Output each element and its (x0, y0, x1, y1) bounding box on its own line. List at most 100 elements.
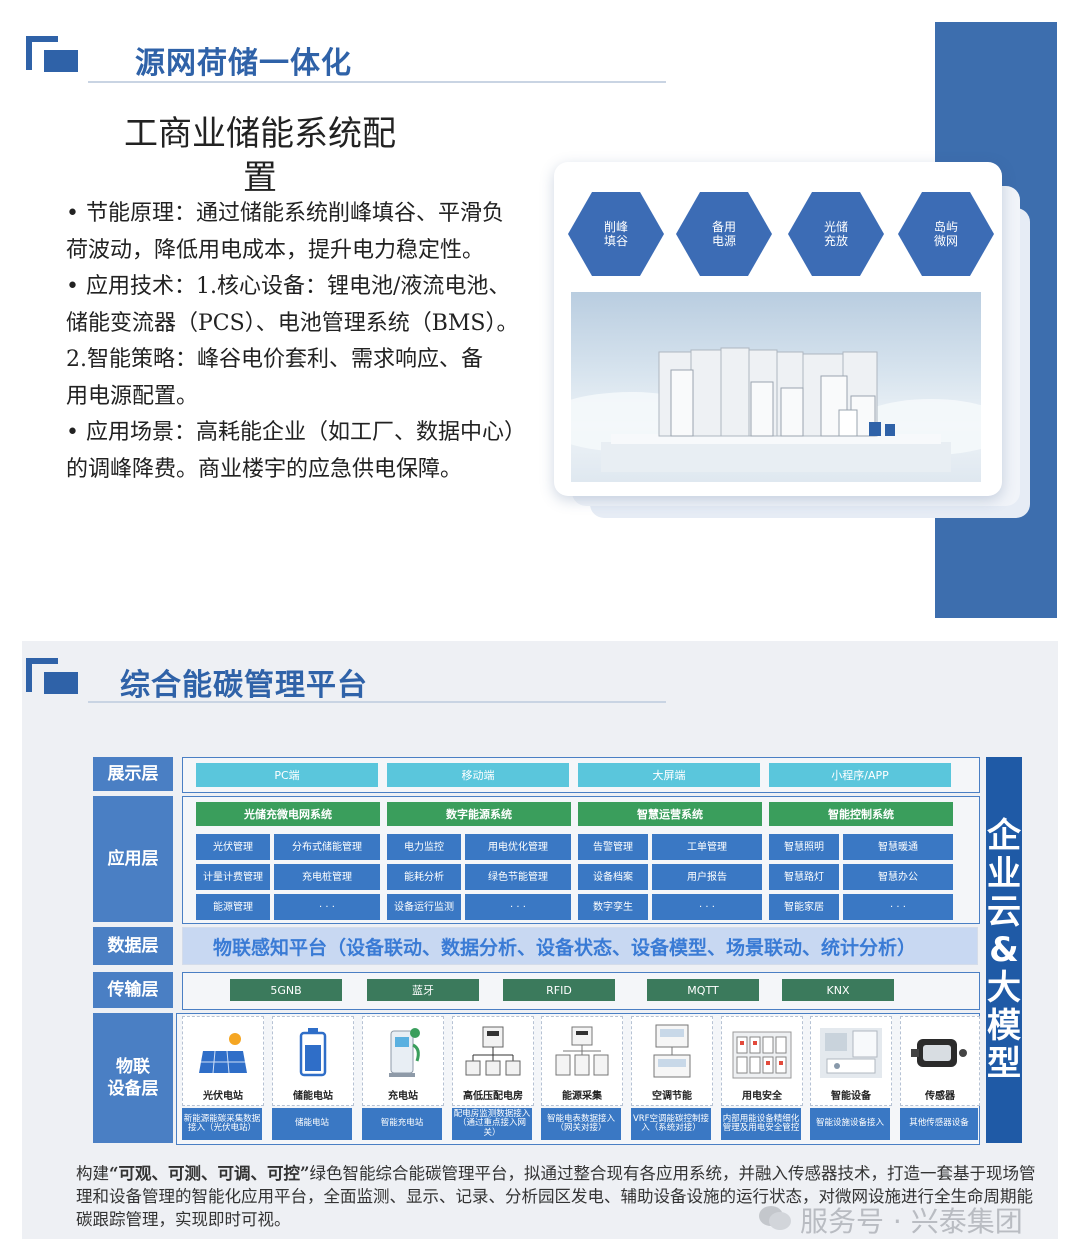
app-cell: 智慧照明 (769, 834, 839, 860)
layer-label-transport: 传输层 (93, 972, 173, 1008)
protocol-rfid: RFID (503, 979, 615, 1001)
device-card-sensor: 传感器 (900, 1016, 980, 1106)
display-item-bigscreen: 大屏端 (578, 763, 760, 787)
device-caption: 智能电表数据接入（网关对接） (541, 1108, 621, 1140)
hexagon-backup-power: 备用电源 (676, 192, 772, 276)
protocol-bluetooth: 蓝牙 (367, 979, 479, 1001)
device-name: 储能电站 (293, 1091, 333, 1102)
device-caption: 智能充电站 (362, 1108, 442, 1140)
text-line: 的调峰降费。商业楼宇的应急供电保障。 (66, 456, 463, 482)
wechat-icon (758, 1204, 792, 1236)
display-item-miniapp: 小程序/APP (769, 763, 951, 787)
solar-panel-icon (199, 1033, 247, 1074)
app-cell: 充电桩管理 (274, 864, 380, 890)
device-name: 传感器 (925, 1091, 955, 1102)
hexagon-island-microgrid: 岛屿微网 (898, 192, 994, 276)
device-name: 智能设备 (831, 1091, 871, 1102)
app-cell: 能耗分析 (387, 864, 461, 890)
data-platform-bar: 物联感知平台（设备联动、数据分析、设备状态、设备模型、场景联动、统计分析） (182, 927, 978, 965)
energy-meter-icon (555, 1026, 609, 1076)
device-name: 光伏电站 (203, 1091, 243, 1102)
device-name: 充电站 (388, 1091, 418, 1102)
device-card-storage: 储能电站 (272, 1016, 354, 1106)
device-name: 能源采集 (562, 1091, 602, 1102)
section2-divider (88, 701, 666, 703)
protocol-5gnb: 5GNB (230, 979, 342, 1001)
app-cell: 设备档案 (578, 864, 648, 890)
app-cell: · · · (652, 894, 762, 920)
app-cell: 分布式储能管理 (274, 834, 380, 860)
app-system-1: 光储充微电网系统 (196, 802, 380, 826)
layer-label-iot: 物联设备层 (93, 1013, 173, 1143)
app-cell: 智慧暖通 (843, 834, 953, 860)
app-system-2: 数字能源系统 (387, 802, 571, 826)
cabinets-illustration (571, 347, 981, 472)
app-cell: 智慧路灯 (769, 864, 839, 890)
section-logo-icon (26, 36, 78, 72)
hexagon-row: 削峰填谷 备用电源 光储充放 岛屿微网 (568, 192, 994, 276)
app-cell: 光伏管理 (196, 834, 270, 860)
smart-device-icon (820, 1028, 882, 1078)
device-caption: 储能电站 (272, 1108, 352, 1140)
app-cell: · · · (843, 894, 953, 920)
platform-description: 构建“可观、可测、可调、可控”绿色智能综合能碳管理平台，拟通过整合现有各应用系统… (76, 1164, 1036, 1229)
device-caption: VRF空调能碳控制接入（系统对接） (631, 1108, 711, 1140)
app-cell: · · · (274, 894, 380, 920)
text-line: 储能变流器（PCS）、电池管理系统（BMS）。 (66, 310, 519, 336)
layer-label-display: 展示层 (93, 757, 173, 791)
device-name: 用电安全 (742, 1091, 782, 1102)
device-card-charging: 充电站 (362, 1016, 444, 1106)
app-cell: 设备运行监测 (387, 894, 461, 920)
device-caption: 其他传感器设备 (900, 1108, 978, 1140)
device-card-smart: 智能设备 (810, 1016, 892, 1106)
layer-label-data: 数据层 (93, 927, 173, 965)
app-cell: 告警管理 (578, 834, 648, 860)
app-cell: 能源管理 (196, 894, 270, 920)
device-caption: 内部用能设备精细化管理及用电安全管控 (721, 1108, 801, 1140)
layer-label-application: 应用层 (93, 796, 173, 922)
text-line: 2.智能策略：峰谷电价套利、需求响应、备 (66, 347, 483, 372)
device-card-distribution: 高低压配电房 (452, 1016, 534, 1106)
text-line: • 节能原理：通过储能系统削峰填谷、平滑负 (66, 201, 504, 226)
app-cell: 用电优化管理 (465, 834, 571, 860)
storage-image-card: 削峰填谷 备用电源 光储充放 岛屿微网 (554, 162, 1002, 496)
app-cell: · · · (465, 894, 571, 920)
storage-cabinets-image (571, 292, 981, 482)
device-card-ac: 空调节能 (631, 1016, 713, 1106)
device-caption: 配电房监测数据接入（通过重点接入网关） (452, 1108, 532, 1140)
section-logo-icon (26, 658, 78, 694)
section2-title: 综合能碳管理平台 (120, 668, 368, 703)
device-card-safety: 用电安全 (721, 1016, 803, 1106)
hexagon-peak-shaving: 削峰填谷 (568, 192, 664, 276)
device-name: 空调节能 (652, 1091, 692, 1102)
device-card-solar: 光伏电站 (182, 1016, 264, 1106)
meter-icon (465, 1026, 521, 1076)
device-caption: 智能设施设备接入 (810, 1108, 890, 1140)
device-caption: 新能源能碳采集数据接入（光伏电站） (182, 1108, 262, 1140)
charger-icon (389, 1028, 420, 1077)
breaker-icon (732, 1031, 792, 1079)
sensor-icon (911, 1039, 967, 1067)
text-line: • 应用技术：1.核心设备：锂电池/液流电池、 (66, 274, 511, 299)
text-line: • 应用场景：高耗能企业（如工厂、数据中心） (66, 420, 526, 445)
ac-controller-icon (653, 1024, 691, 1078)
app-cell: 计量计费管理 (196, 864, 270, 890)
display-item-pc: PC端 (196, 763, 378, 787)
device-name: 高低压配电房 (463, 1091, 523, 1102)
energy-description: • 节能原理：通过储能系统削峰填谷、平滑负 荷波动，降低用电成本，提升电力稳定性… (66, 196, 556, 488)
app-cell: 数字孪生 (578, 894, 648, 920)
text-line: 荷波动，降低用电成本，提升电力稳定性。 (66, 237, 485, 263)
app-cell: 工单管理 (652, 834, 762, 860)
battery-icon (299, 1028, 327, 1077)
app-cell: 智慧办公 (843, 864, 953, 890)
protocol-knx: KNX (782, 979, 894, 1001)
section1-title: 源网荷储一体化 (135, 46, 352, 81)
text-line: 用电源配置。 (66, 383, 199, 409)
app-cell: 电力监控 (387, 834, 461, 860)
hexagon-pv-storage: 光储充放 (788, 192, 884, 276)
enterprise-cloud-bar: 企 业 云 & 大 模 型 (986, 757, 1022, 1143)
app-system-3: 智慧运营系统 (578, 802, 762, 826)
display-item-mobile: 移动端 (387, 763, 569, 787)
section1-divider (88, 81, 666, 83)
app-cell: 智能家居 (769, 894, 839, 920)
